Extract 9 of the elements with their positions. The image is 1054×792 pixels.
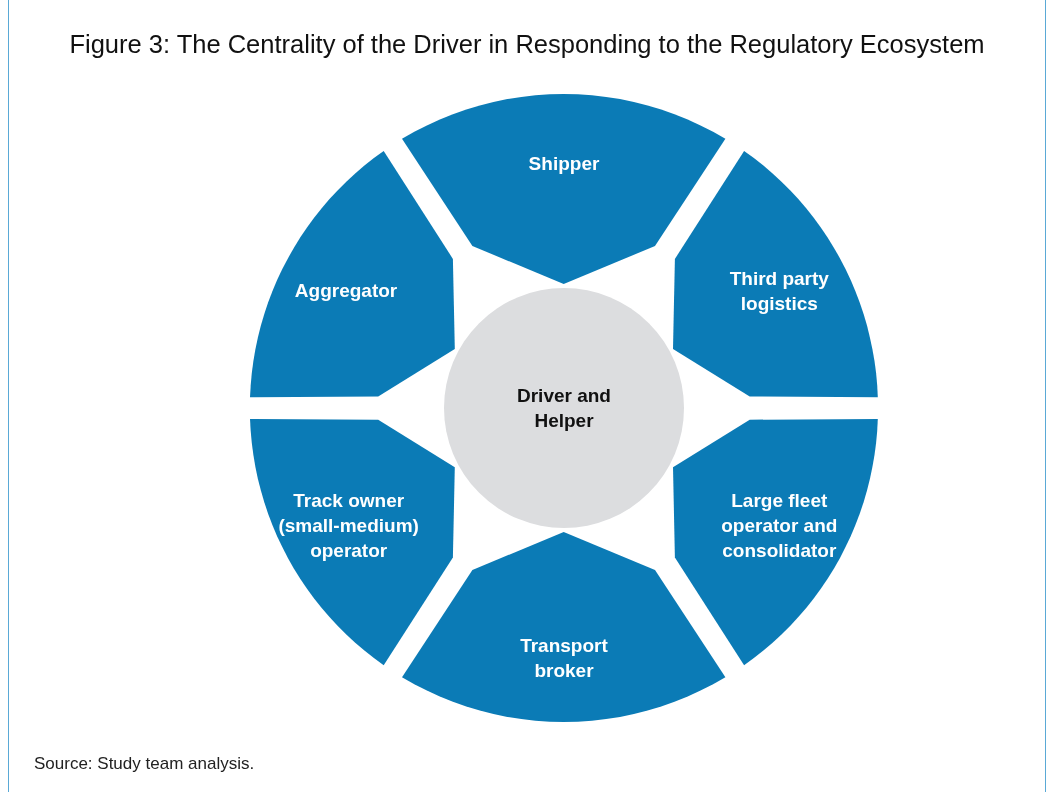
node-label: Third party logistics (729, 267, 830, 317)
node-label: Track owner (small-medium) operator (277, 488, 420, 563)
node-label: Transport broker (519, 634, 609, 683)
source-note: Source: Study team analysis. (34, 754, 255, 774)
node-label: Driver and Helper (516, 384, 612, 433)
node-label: Large fleet operator and consolidator (720, 488, 839, 563)
node-label: Shipper (527, 151, 601, 176)
node-label: Aggregator (293, 278, 399, 303)
figure-title: Figure 3: The Centrality of the Driver in Responding to the Regulatory Ecosystem (68, 30, 986, 59)
